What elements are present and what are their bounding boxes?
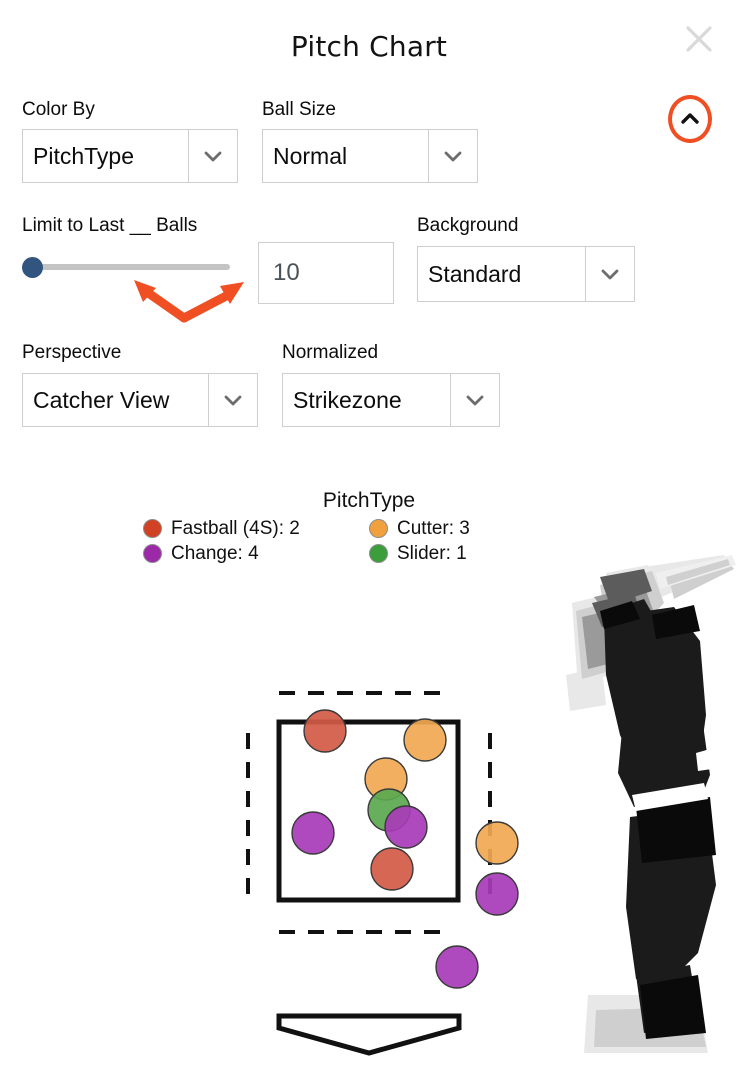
chevron-up-icon [681, 113, 699, 124]
collapse-panel-button[interactable] [668, 95, 720, 147]
perspective-select[interactable]: Catcher View [22, 373, 258, 427]
close-icon[interactable] [682, 22, 716, 56]
pitch-marker[interactable] [291, 811, 335, 855]
limit-to-last-balls-label: Limit to Last __ Balls [22, 215, 198, 236]
legend-item-fastball[interactable]: Fastball (4S): 2 [143, 518, 369, 540]
batter-silhouette-image [548, 555, 738, 1065]
legend-label: Cutter: 3 [397, 517, 470, 539]
home-plate [276, 1013, 462, 1056]
chevron-down-icon[interactable] [208, 373, 258, 427]
background-label: Background [417, 215, 519, 236]
legend-label: Fastball (4S): 2 [171, 517, 300, 539]
normalized-label: Normalized [282, 342, 379, 363]
normalized-value: Strikezone [282, 373, 450, 427]
legend-swatch-icon [143, 544, 162, 563]
legend-title: PitchType [322, 489, 416, 512]
perspective-label: Perspective [22, 342, 122, 363]
legend-swatch-icon [369, 544, 388, 563]
legend-item-change[interactable]: Change: 4 [143, 543, 369, 565]
pitch-marker[interactable] [303, 709, 347, 753]
limit-to-last-balls-slider[interactable] [22, 255, 230, 279]
pitch-marker[interactable] [435, 945, 479, 989]
legend-item-cutter[interactable]: Cutter: 3 [369, 518, 470, 540]
limit-balls-value: 10 [273, 259, 300, 286]
chevron-down-icon[interactable] [450, 373, 500, 427]
legend-item-slider[interactable]: Slider: 1 [369, 543, 467, 565]
slider-handle[interactable] [22, 257, 43, 278]
normalized-select[interactable]: Strikezone [282, 373, 500, 427]
pitch-markers [291, 709, 519, 989]
color-by-label: Color By [22, 99, 95, 120]
page-title: Pitch Chart [290, 30, 448, 63]
annotation-double-arrow [134, 280, 244, 323]
legend-swatch-icon [143, 519, 162, 538]
ball-size-select[interactable]: Normal [262, 129, 478, 183]
pitch-marker[interactable] [367, 788, 411, 832]
legend-row: Fastball (4S): 2 Cutter: 3 [143, 516, 523, 541]
pitch-marker[interactable] [475, 872, 519, 916]
slider-track [22, 264, 230, 270]
color-by-value: PitchType [22, 129, 188, 183]
color-by-select[interactable]: PitchType [22, 129, 238, 183]
strike-zone-box [276, 719, 461, 903]
pitch-marker[interactable] [475, 821, 519, 865]
pitch-marker[interactable] [384, 805, 428, 849]
ball-size-value: Normal [262, 129, 428, 183]
chart-legend: Fastball (4S): 2 Cutter: 3 Change: 4 Sli… [143, 516, 523, 566]
pitch-marker[interactable] [364, 757, 408, 801]
background-value: Standard [417, 246, 585, 302]
limit-balls-input[interactable]: 10 [258, 242, 394, 304]
perspective-value: Catcher View [22, 373, 208, 427]
chevron-down-icon[interactable] [428, 129, 478, 183]
chevron-down-icon[interactable] [188, 129, 238, 183]
legend-swatch-icon [369, 519, 388, 538]
ball-size-label: Ball Size [262, 99, 336, 120]
legend-label: Change: 4 [171, 542, 259, 564]
legend-row: Change: 4 Slider: 1 [143, 541, 523, 566]
background-select[interactable]: Standard [417, 246, 635, 302]
pitch-marker[interactable] [403, 718, 447, 762]
pitch-marker[interactable] [370, 847, 414, 891]
chevron-down-icon[interactable] [585, 246, 635, 302]
legend-label: Slider: 1 [397, 542, 467, 564]
